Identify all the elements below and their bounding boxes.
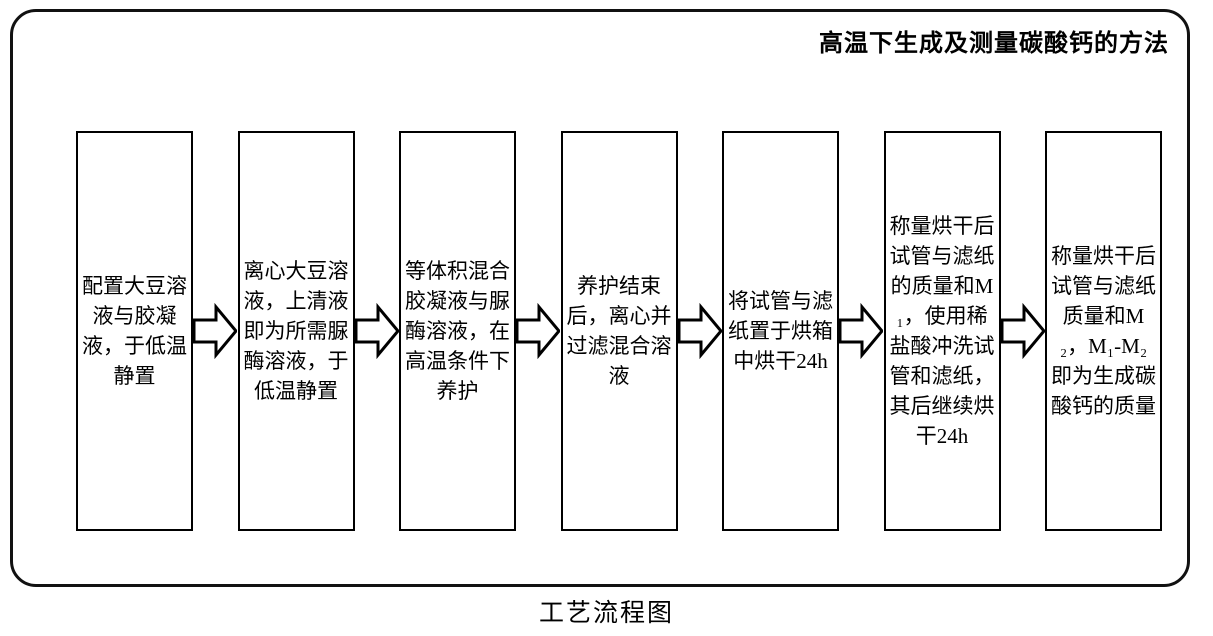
process-step-3-label: 等体积混合胶凝液与脲酶溶液，在高温条件下养护 (405, 259, 510, 403)
connector-4-5 (677, 131, 723, 531)
block-arrow-right-icon (193, 303, 238, 359)
process-step-1-label: 配置大豆溶液与胶凝液，于低温静置 (82, 274, 187, 388)
connector-2-3 (354, 131, 400, 531)
process-step-3[interactable]: 等体积混合胶凝液与脲酶溶液，在高温条件下养护 (399, 131, 516, 531)
connector-6-7 (1000, 131, 1046, 531)
process-step-7[interactable]: 称量烘干后试管与滤纸质量和M₂，M₁-M₂即为生成碳酸钙的质量 (1045, 131, 1162, 531)
block-arrow-right-icon (516, 303, 561, 359)
connector-3-4 (516, 131, 561, 531)
diagram-frame: 高温下生成及测量碳酸钙的方法 配置大豆溶液与胶凝液，于低温静置 离心大豆溶液，上… (10, 9, 1190, 587)
process-step-4[interactable]: 养护结束后，离心并过滤混合溶液 (560, 131, 678, 531)
process-step-2-label: 离心大豆溶液，上清液即为所需脲酶溶液，于低温静置 (243, 259, 349, 403)
connector-1-2 (193, 131, 238, 531)
diagram-title: 高温下生成及测量碳酸钙的方法 (819, 30, 1169, 57)
process-step-4-label: 养护结束后，离心并过滤混合溶液 (566, 274, 672, 388)
process-step-1[interactable]: 配置大豆溶液与胶凝液，于低温静置 (76, 131, 193, 531)
block-arrow-right-icon (677, 303, 722, 359)
figure-caption: 工艺流程图 (538, 600, 674, 627)
block-arrow-right-icon (354, 303, 399, 359)
process-step-5-label: 将试管与滤纸置于烘箱中烘干24h (728, 289, 833, 373)
process-flow-row: 配置大豆溶液与胶凝液，于低温静置 离心大豆溶液，上清液即为所需脲酶溶液，于低温静… (76, 131, 1162, 531)
block-arrow-right-icon (839, 303, 884, 359)
connector-5-6 (839, 131, 884, 531)
process-step-5[interactable]: 将试管与滤纸置于烘箱中烘干24h (722, 131, 839, 531)
process-step-6-label: 称量烘干后试管与滤纸的质量和M₁，使用稀盐酸冲洗试管和滤纸，其后继续烘干24h (889, 214, 995, 448)
process-step-7-label: 称量烘干后试管与滤纸质量和M₂，M₁-M₂即为生成碳酸钙的质量 (1051, 244, 1156, 418)
process-step-2[interactable]: 离心大豆溶液，上清液即为所需脲酶溶液，于低温静置 (237, 131, 355, 531)
process-step-6[interactable]: 称量烘干后试管与滤纸的质量和M₁，使用稀盐酸冲洗试管和滤纸，其后继续烘干24h (883, 131, 1001, 531)
block-arrow-right-icon (1000, 303, 1045, 359)
